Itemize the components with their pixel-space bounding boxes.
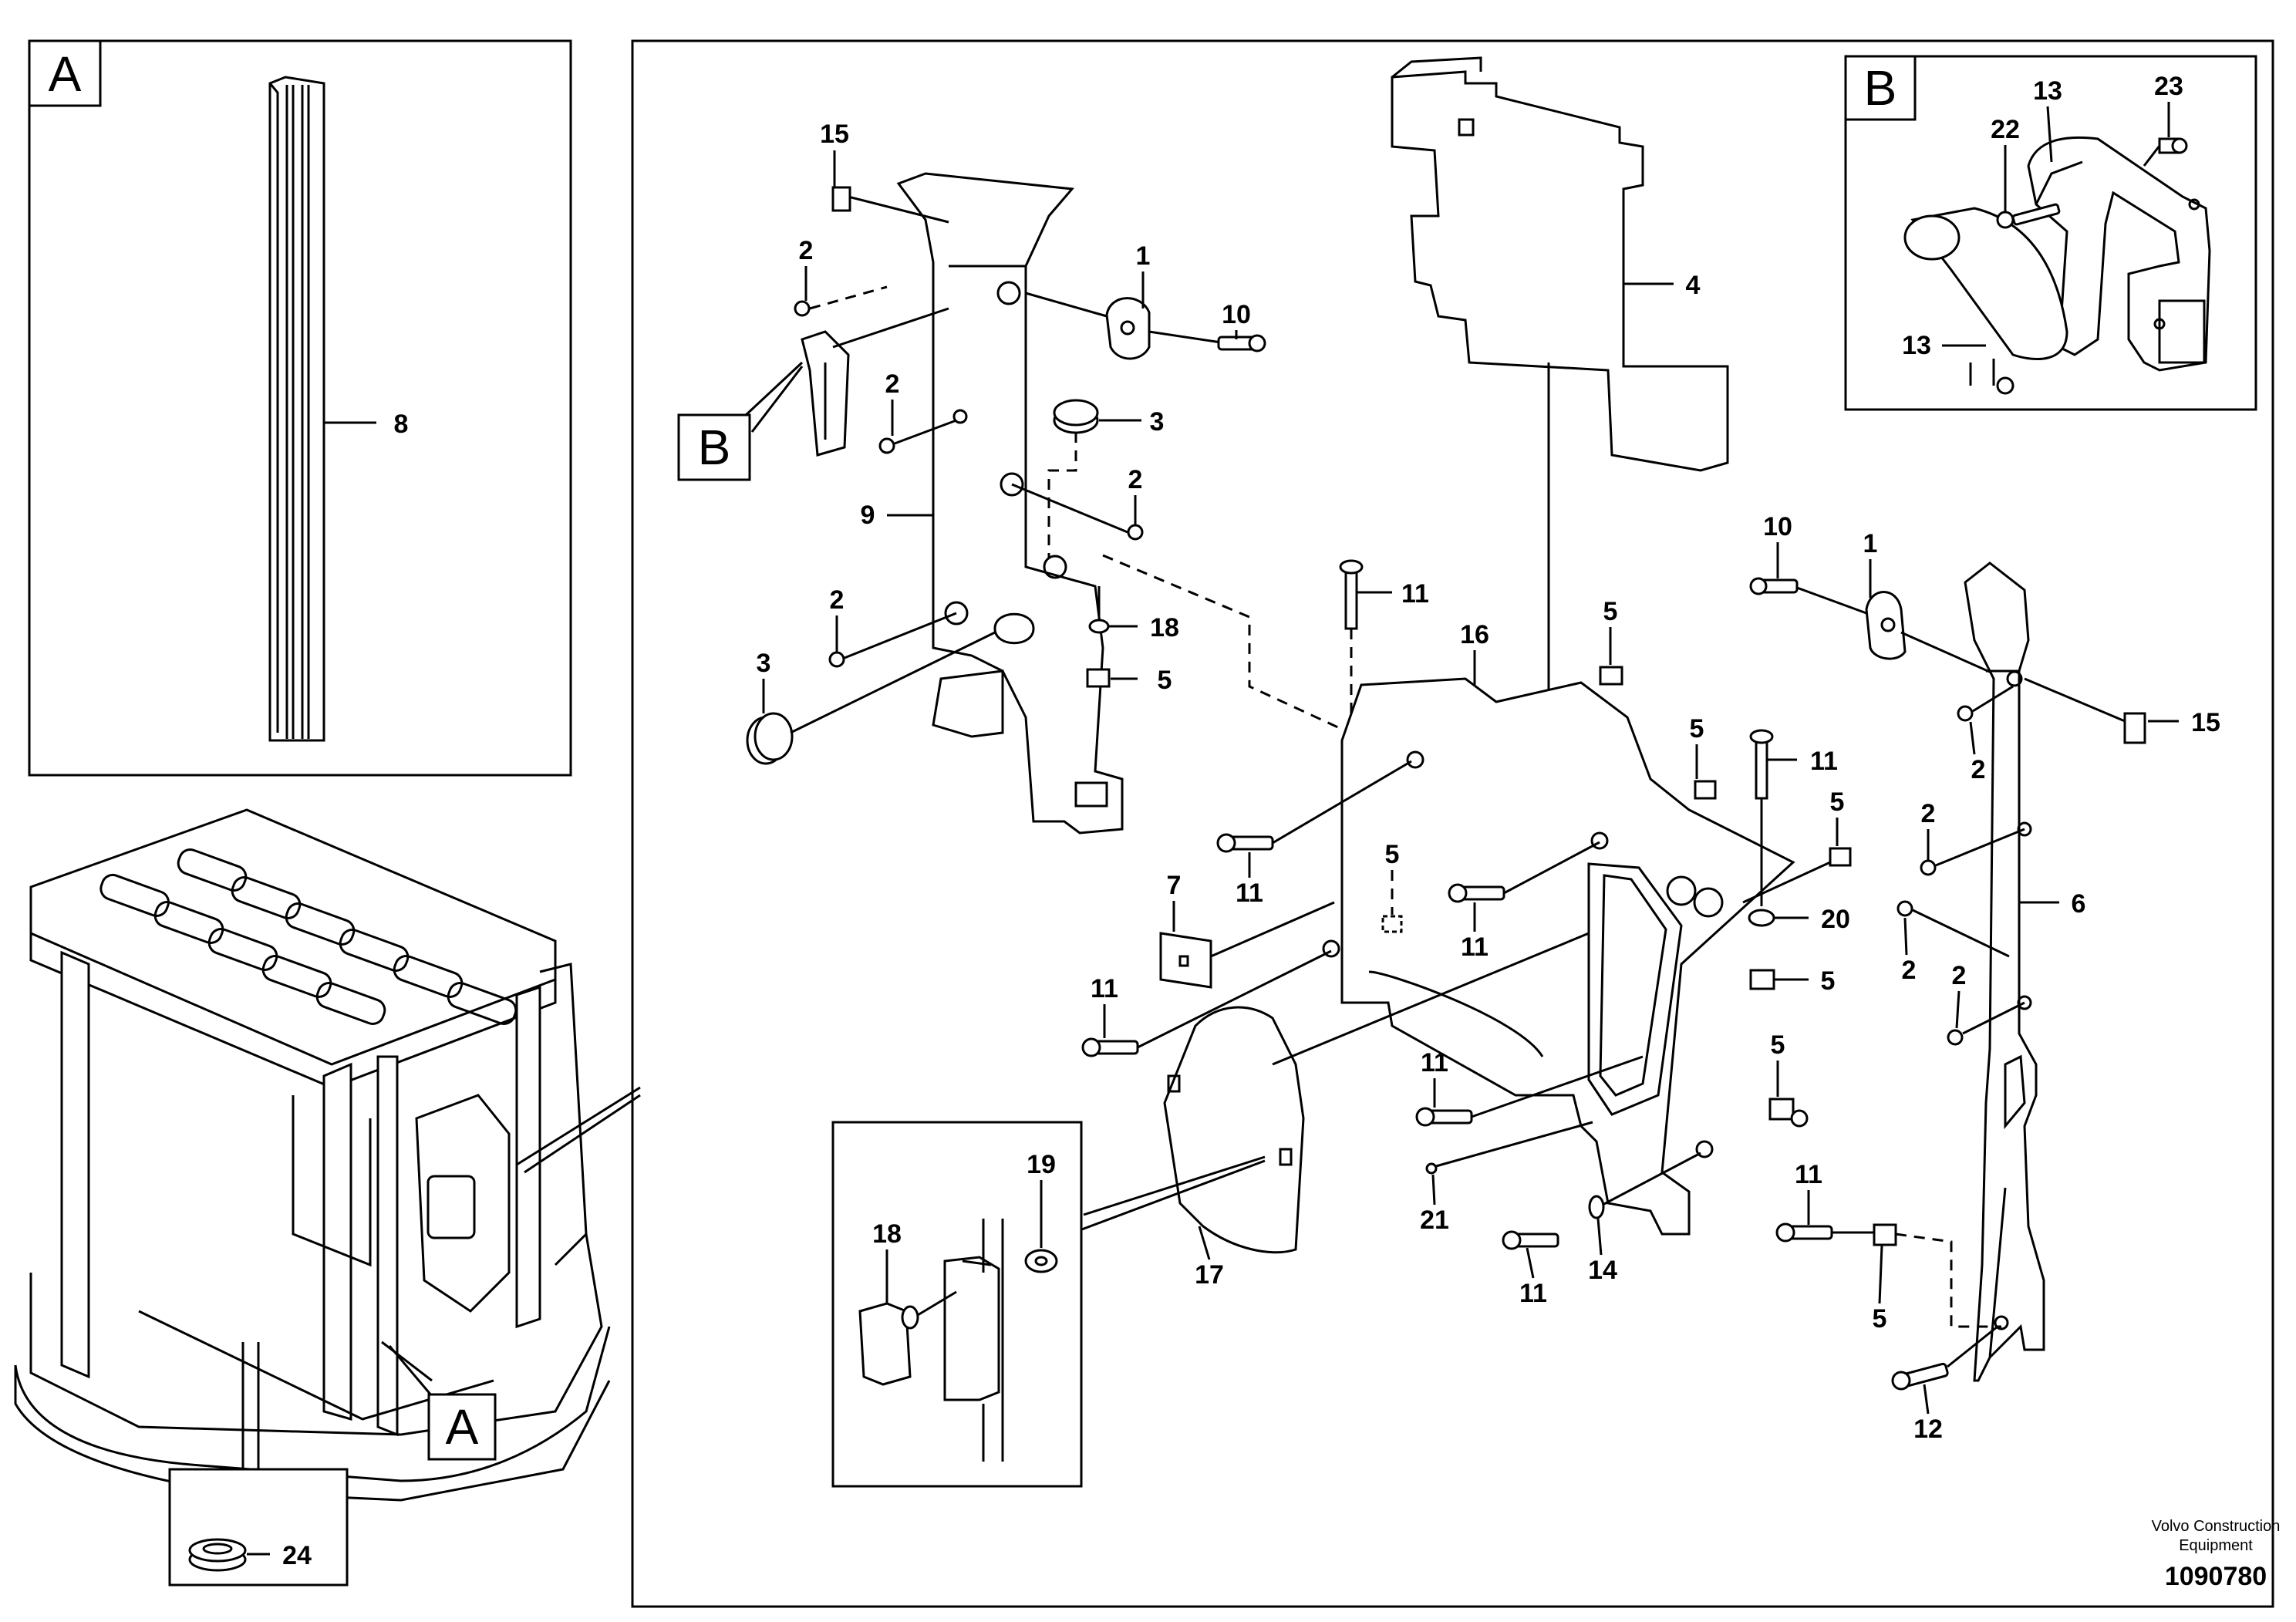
brand-line-1: Volvo Construction: [2152, 1518, 2281, 1535]
callout-11: 11: [1421, 1048, 1448, 1077]
hook-1-right: [1865, 591, 1907, 660]
callout-5: 5: [1771, 1030, 1785, 1060]
cap-3-top: [1053, 399, 1099, 434]
callout-5: 5: [1690, 714, 1704, 744]
detail-b-panel: B 13 23 22: [1844, 55, 2257, 411]
callout-10: 10: [1222, 300, 1251, 329]
callout-7: 6: [2072, 889, 2086, 919]
plate-6: [1159, 932, 1212, 989]
callout-15: 15: [820, 120, 849, 149]
callout-5: 5: [1158, 666, 1172, 695]
callout-22: 22: [1991, 115, 2020, 144]
callout-2: 2: [1128, 465, 1143, 494]
main-marker-b: B: [698, 420, 731, 475]
callout-14: 14: [1588, 1256, 1617, 1285]
callout-3: 3: [1150, 407, 1165, 437]
callout-11: 11: [1461, 932, 1489, 962]
callout-2: 2: [1952, 961, 1967, 990]
main-panel: 15 2 B 1 10 2: [631, 39, 2281, 1608]
callout-10: 10: [1763, 512, 1792, 541]
callout-11: 11: [1810, 747, 1838, 776]
callout-8: 8: [394, 410, 409, 439]
side-panel-17: [1163, 1006, 1305, 1254]
callout-2: 2: [1921, 799, 1936, 828]
callout-11: 11: [1236, 878, 1263, 908]
detail-a-letter: A: [49, 46, 82, 102]
callout-2: 2: [799, 236, 814, 265]
callout-5: 5: [1385, 840, 1400, 869]
callout-17: 17: [1195, 1260, 1224, 1290]
callout-6: 7: [1167, 871, 1182, 900]
callout-11: 11: [1795, 1160, 1822, 1189]
cab-overview: A 24: [14, 808, 641, 1587]
overview-marker-a: A: [446, 1399, 479, 1455]
hook-1-left: [1105, 297, 1151, 360]
callout-5: 5: [1873, 1304, 1887, 1334]
callout-9: 9: [861, 501, 875, 530]
latch-bracket: [2027, 136, 2211, 372]
callout-5: 5: [1830, 787, 1845, 817]
pillar-trim-7: [1964, 561, 2045, 1382]
callout-4: 4: [1686, 271, 1701, 300]
rear-panel-16: [1322, 677, 1795, 1236]
callout-13: 13: [2033, 76, 2062, 106]
detail-knob-inset: 18 19: [831, 1121, 1266, 1488]
door-seal-strip: [268, 76, 325, 742]
callout-16: 16: [1460, 620, 1489, 649]
knob-18: [858, 1290, 957, 1386]
insulation-pad-4: [1391, 56, 1729, 472]
callout-1: 1: [1136, 241, 1151, 271]
callout-2: 2: [830, 585, 845, 615]
callout-2: 2: [1971, 755, 1986, 784]
callout-13: 13: [1902, 331, 1931, 360]
grommet-24: [188, 1538, 247, 1572]
callout-3: 3: [757, 649, 771, 678]
callout-15: 15: [2191, 708, 2220, 737]
latch-b: [801, 330, 850, 457]
callout-21: 21: [1420, 1206, 1449, 1235]
callout-20: 20: [1821, 905, 1850, 934]
callout-5: 5: [1821, 966, 1836, 996]
callout-1: 1: [1863, 529, 1878, 558]
callout-24: 24: [282, 1541, 312, 1570]
detail-b-letter: B: [1864, 60, 1897, 116]
brand-line-2: Equipment: [2179, 1537, 2253, 1554]
callout-5: 5: [1603, 597, 1618, 626]
callout-2: 2: [885, 369, 900, 399]
callout-11: 11: [1091, 974, 1118, 1003]
drawing-number: 1090780: [2165, 1562, 2267, 1591]
pillar-trim-9: [896, 172, 1124, 835]
detail-a-panel: A 8: [28, 39, 572, 777]
callout-19: 19: [1027, 1150, 1056, 1179]
callout-11: 11: [1519, 1279, 1547, 1308]
callout-18: 18: [1150, 613, 1179, 642]
callout-2: 2: [1902, 956, 1917, 985]
callout-18: 18: [872, 1219, 902, 1249]
callout-11: 11: [1401, 579, 1429, 609]
cap-3-bottom: [746, 712, 794, 765]
callout-23: 23: [2154, 72, 2183, 101]
callout-12: 12: [1913, 1415, 1943, 1444]
